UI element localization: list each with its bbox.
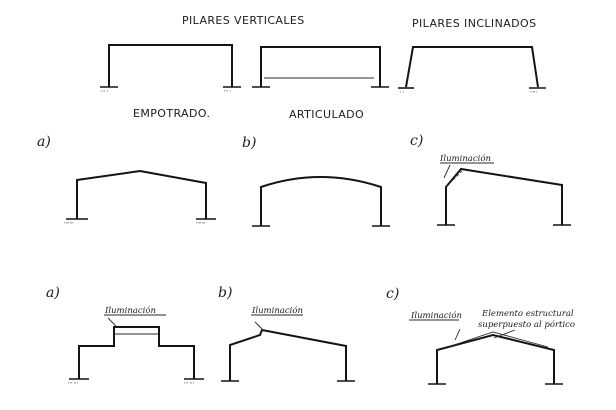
svg-text:''''''': ''''''' [64,222,74,228]
frame-sawtooth-lighting [437,164,571,226]
label-row3-a: a) [46,285,60,301]
frame-inclined-columns: ' ' ''''' [398,46,546,97]
svg-text:''''': ''''' [530,91,537,97]
svg-text:' ': ' ' [400,91,404,97]
svg-text:''' ': ''' ' [101,90,108,96]
label-row2-b: b) [242,135,256,151]
frame-vertical-pinned [252,46,389,88]
frame-vertical-fixed: ''' ' ''' ' [100,44,241,96]
svg-text:''' ''': ''' ''' [68,382,78,388]
label-row3-b: b) [218,285,232,301]
frame-gable-superposed [428,328,563,385]
frame-curved-roof [252,176,390,227]
note-row3-c-iluminacion: Iluminación [410,310,462,321]
frame-gable-fixed: ''''''' ''''''' [64,169,216,228]
caption-pilares-verticales: PILARES VERTICALES [182,14,305,27]
note-row3-b-iluminacion: Iluminación [251,305,303,316]
caption-empotrado: EMPOTRADO. [133,107,210,120]
note-row3-c-elemento-1: Elemento estructural [481,309,574,319]
svg-text:''' ''': ''' ''' [184,382,194,388]
frame-skylight-slope [221,321,355,382]
label-row2-a: a) [37,134,51,150]
caption-articulado: ARTICULADO [289,108,364,121]
label-row2-c: c) [410,133,423,149]
note-row3-c-elemento-2: superpuesto al pórtico [478,319,575,330]
note-row3-a-iluminacion: Iluminación [104,305,156,316]
svg-text:''''''': ''''''' [196,222,206,228]
caption-pilares-inclinados: PILARES INCLINADOS [412,17,536,30]
frame-monitor-roof: ''' ''' ''' ''' [68,317,204,388]
note-row2-c-iluminacion: Iluminación [439,153,491,164]
svg-text:''' ': ''' ' [224,90,231,96]
label-row3-c: c) [386,286,399,302]
